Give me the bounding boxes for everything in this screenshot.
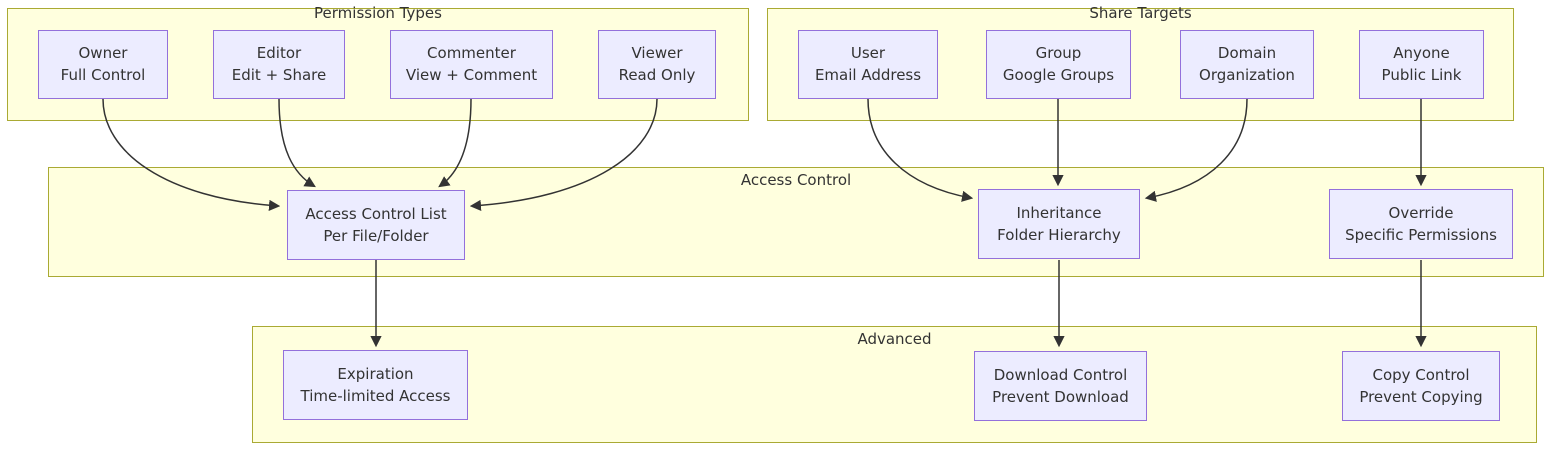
node-domain: Domain Organization xyxy=(1180,30,1314,99)
cluster-title-advanced: Advanced xyxy=(857,330,932,348)
node-viewer: Viewer Read Only xyxy=(598,30,716,99)
node-owner-label: Owner xyxy=(78,44,128,62)
node-editor-label: Editor xyxy=(256,44,302,62)
node-download-control-label: Download Control xyxy=(993,365,1128,384)
node-owner-sublabel: Full Control xyxy=(60,66,146,84)
node-commenter-label: Commenter xyxy=(427,44,516,62)
cluster-title-permission-types: Permission Types xyxy=(314,4,442,22)
node-group-sublabel: Google Groups xyxy=(1002,66,1115,84)
node-user-label: User xyxy=(850,44,886,62)
node-expiration-sublabel: Time-limited Access xyxy=(300,386,451,405)
node-user: User Email Address xyxy=(798,30,938,99)
node-access-control-list-label: Access Control List xyxy=(305,204,447,223)
node-access-control-list: Access Control List Per File/Folder xyxy=(287,190,465,260)
node-editor: Editor Edit + Share xyxy=(213,30,345,99)
node-copy-control-sublabel: Prevent Copying xyxy=(1359,387,1483,406)
node-viewer-label: Viewer xyxy=(631,44,683,62)
cluster-title-share-targets: Share Targets xyxy=(1089,4,1192,22)
node-override-sublabel: Specific Permissions xyxy=(1345,225,1497,244)
node-inheritance: Inheritance Folder Hierarchy xyxy=(978,189,1140,259)
node-user-sublabel: Email Address xyxy=(814,66,922,84)
node-access-control-list-sublabel: Per File/Folder xyxy=(323,226,429,245)
node-editor-sublabel: Edit + Share xyxy=(231,66,327,84)
node-copy-control: Copy Control Prevent Copying xyxy=(1342,351,1500,421)
node-expiration: Expiration Time-limited Access xyxy=(283,350,468,420)
node-commenter: Commenter View + Comment xyxy=(390,30,553,99)
node-domain-label: Domain xyxy=(1217,44,1277,62)
node-inheritance-sublabel: Folder Hierarchy xyxy=(997,225,1121,244)
node-domain-sublabel: Organization xyxy=(1199,66,1295,84)
node-download-control-sublabel: Prevent Download xyxy=(992,387,1129,406)
node-copy-control-label: Copy Control xyxy=(1372,365,1470,384)
node-override-label: Override xyxy=(1388,203,1454,222)
node-expiration-label: Expiration xyxy=(337,364,414,383)
node-group-label: Group xyxy=(1035,44,1082,62)
node-viewer-sublabel: Read Only xyxy=(618,66,696,84)
node-anyone-label: Anyone xyxy=(1393,44,1450,62)
node-anyone: Anyone Public Link xyxy=(1359,30,1484,99)
node-inheritance-label: Inheritance xyxy=(1016,203,1102,222)
node-download-control: Download Control Prevent Download xyxy=(974,351,1147,421)
node-group: Group Google Groups xyxy=(986,30,1131,99)
node-override: Override Specific Permissions xyxy=(1329,189,1513,259)
node-owner: Owner Full Control xyxy=(38,30,168,99)
node-commenter-sublabel: View + Comment xyxy=(405,66,538,84)
cluster-title-access-control: Access Control xyxy=(740,171,852,189)
node-anyone-sublabel: Public Link xyxy=(1381,66,1462,84)
